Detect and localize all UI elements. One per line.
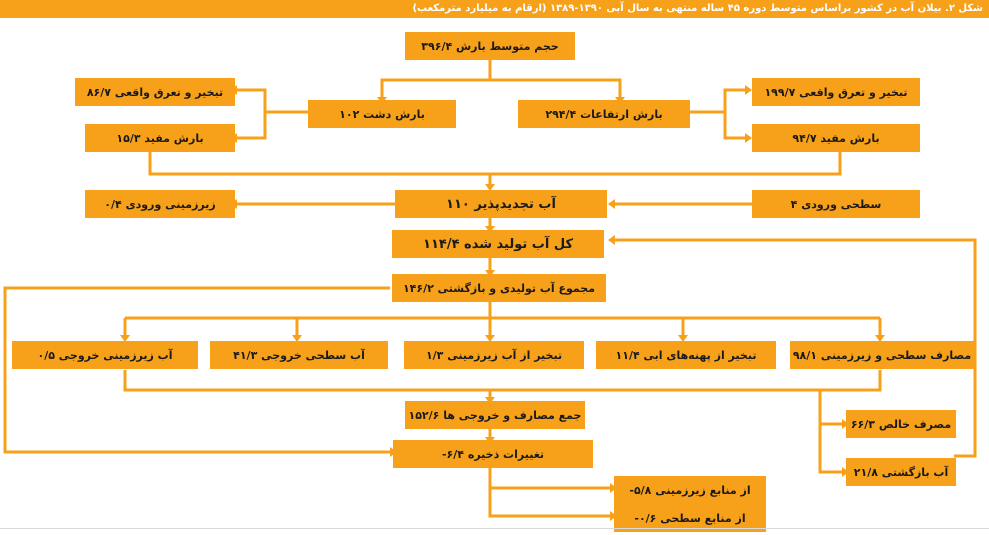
node-surface-inflow: سطحی ورودی ۴ [752,190,920,218]
node-useful-right: بارش مفید ۹۴/۷ [752,124,920,152]
node-total-use-out: جمع مصارف و خروجی ها ۱۵۲/۶ [405,401,585,429]
node-useful-left: بارش مفید ۱۵/۳ [85,124,235,152]
node-produced-return: مجموع آب تولیدی و بازگشتی ۱۴۶/۲ [392,274,606,302]
figure-title: شکل ۲. بیلان آب در کشور براساس متوسط دور… [0,0,989,18]
node-consumption: مصارف سطحی و زیرزمینی ۹۸/۱ [790,341,974,369]
node-water-body-evap: تبخیر از پهنه‌های ابی ۱۱/۴ [596,341,776,369]
node-storage-change: تغییرات ذخیره ۶/۴- [393,440,593,468]
footer-divider [0,528,989,529]
node-gw-outflow: آب زیرزمینی خروجی ۰/۵ [12,341,198,369]
node-from-gw: از منابع زیرزمینی ۵/۸- [614,476,766,504]
node-gw-evap: تبخیر از آب زیرزمینی ۱/۳ [404,341,584,369]
node-precip-total: حجم متوسط بارش ۳۹۶/۴ [405,32,575,60]
node-surface-outflow: آب سطحی خروجی ۴۱/۳ [210,341,388,369]
node-return-water: آب بازگشتی ۲۱/۸ [846,458,956,486]
node-renewable: آب تجدیدپذیر ۱۱۰ [395,190,607,218]
node-precip-plain: بارش دشت ۱۰۲ [308,100,456,128]
node-total-produced: کل آب تولید شده ۱۱۴/۴ [392,230,604,258]
node-from-surface: از منابع سطحی ۰/۶- [614,504,766,532]
node-gw-inflow: زیرزمینی ورودی ۰/۴ [85,190,235,218]
node-precip-highlands: بارش ارتفاعات ۲۹۴/۴ [518,100,690,128]
node-net-use: مصرف خالص ۶۶/۳ [846,410,956,438]
node-evap-right: تبخیر و تعرق واقعی ۱۹۹/۷ [752,78,920,106]
node-evap-left: تبخیر و تعرق واقعی ۸۶/۷ [75,78,235,106]
